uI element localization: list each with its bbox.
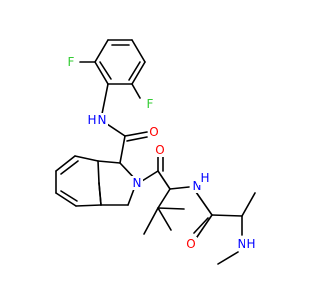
bond-line	[157, 207, 172, 231]
atom-f1: F	[65, 55, 77, 69]
atom-label-n: N	[238, 237, 247, 251]
atom-h-amine: H	[245, 237, 257, 251]
bond-line	[55, 192, 77, 207]
atom-label-h: H	[87, 113, 96, 127]
bond-line	[55, 155, 76, 172]
bond-line	[97, 160, 121, 164]
bond-line	[157, 207, 185, 210]
bond-line	[141, 170, 159, 182]
bond-line	[196, 214, 213, 238]
bond-line	[126, 136, 148, 142]
bond-line	[124, 131, 148, 137]
atom-o2: O	[154, 143, 166, 157]
atom-label-f: F	[147, 97, 154, 111]
bond-line	[119, 135, 126, 164]
bond-line	[101, 83, 109, 115]
bond-line	[74, 155, 99, 162]
atom-label-background	[245, 237, 257, 251]
bond-line	[97, 160, 100, 184]
atom-label-f: F	[68, 55, 75, 69]
bond-line	[169, 186, 190, 190]
atom-label-o: O	[149, 125, 158, 139]
bond-line	[193, 217, 209, 234]
bond-line	[60, 160, 79, 175]
atom-label-h: H	[246, 237, 255, 251]
bond-line	[94, 61, 109, 85]
bond-line	[217, 251, 239, 265]
bond-line	[99, 61, 112, 80]
atom-label-background	[154, 143, 166, 157]
bond-line	[98, 182, 102, 206]
atom-h-amide1: H	[86, 113, 98, 127]
bond-line	[60, 190, 78, 202]
atom-label-background	[144, 97, 156, 111]
atom-label-background	[131, 176, 143, 190]
atom-label-background	[96, 113, 108, 127]
atom-o1: O	[148, 125, 160, 139]
atom-label-n: N	[98, 113, 107, 127]
bond-line	[128, 61, 141, 81]
bond-line	[157, 188, 171, 209]
atom-label-o: O	[186, 237, 195, 251]
bond-line	[131, 83, 141, 99]
atom-label-background	[86, 113, 98, 127]
atom-o3: O	[185, 237, 197, 251]
atom-label-o: O	[155, 143, 164, 157]
atom-label-background	[185, 237, 197, 251]
atom-label-background	[148, 125, 160, 139]
bond-line	[157, 170, 171, 190]
bond-line	[195, 191, 213, 216]
atom-h-amide2: H	[199, 171, 211, 185]
bond-line	[241, 192, 256, 217]
atom-label-background	[65, 55, 77, 69]
bond-line	[75, 204, 102, 207]
atom-label-background	[199, 171, 211, 185]
bond-line	[94, 39, 109, 63]
bond-line	[131, 39, 146, 63]
bond-line	[211, 214, 243, 217]
bond-lines	[55, 39, 256, 265]
atom-label-h: H	[200, 171, 209, 185]
atom-n-ring: N	[131, 176, 143, 190]
atom-f2: F	[144, 97, 156, 111]
bond-line	[143, 207, 159, 235]
atom-label-n: N	[193, 179, 202, 193]
bond-line	[131, 61, 146, 85]
atom-n-amide1: N	[96, 113, 108, 127]
atom-label-n: N	[133, 176, 142, 190]
